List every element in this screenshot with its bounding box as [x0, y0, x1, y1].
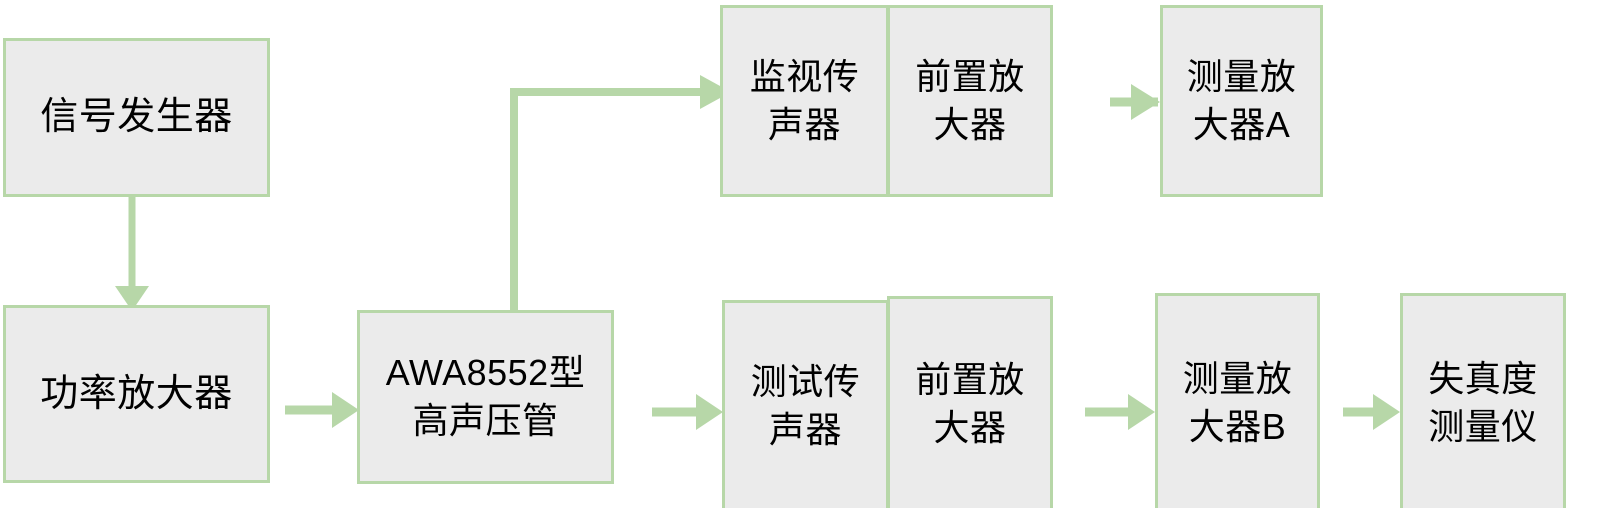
node-preamplifier-monitor-line-1: 前置放	[915, 56, 1025, 98]
node-monitor-microphone[interactable]: 监视传 声器	[720, 5, 889, 197]
node-preamplifier-test-line-2: 大器	[933, 407, 1007, 448]
connector-test-preamp-to-measuring-amplifier-b	[1085, 394, 1155, 430]
node-monitor-microphone-line-2: 声器	[767, 104, 841, 145]
connector-tube-to-test-microphone	[652, 394, 723, 430]
connector-monitor-preamp-to-measuring-amplifier-a	[1110, 84, 1160, 120]
node-power-amplifier[interactable]: 功率放大器	[3, 305, 270, 483]
node-high-sound-pressure-tube[interactable]: AWA8552型 高声压管	[357, 310, 614, 484]
node-high-sound-pressure-tube-line-1: AWA8552型	[385, 352, 586, 394]
node-signal-generator-line-1: 信号发生器	[40, 96, 233, 139]
node-measuring-amplifier-a[interactable]: 测量放 大器A	[1160, 5, 1323, 197]
node-distortion-meter-line-1: 失真度	[1428, 357, 1538, 399]
node-signal-generator[interactable]: 信号发生器	[3, 38, 270, 197]
node-preamplifier-monitor[interactable]: 前置放 大器	[887, 5, 1053, 197]
node-distortion-meter-line-2: 测量仪	[1428, 405, 1538, 447]
node-test-microphone-line-2: 声器	[768, 409, 842, 450]
node-preamplifier-monitor-line-2: 大器	[933, 104, 1007, 145]
node-preamplifier-test-line-1: 前置放	[915, 359, 1025, 401]
connector-tube-to-monitor-microphone	[510, 75, 731, 310]
node-test-microphone[interactable]: 测试传 声器	[722, 300, 889, 508]
node-distortion-meter[interactable]: 失真度 测量仪	[1400, 293, 1566, 508]
node-measuring-amplifier-b-line-2: 大器B	[1188, 405, 1287, 447]
node-high-sound-pressure-tube-line-2: 高声压管	[412, 400, 559, 441]
node-preamplifier-test[interactable]: 前置放 大器	[887, 296, 1053, 508]
node-measuring-amplifier-b-line-1: 测量放	[1182, 357, 1293, 399]
connector-measuring-amplifier-b-to-distortion-meter	[1343, 394, 1400, 430]
connector-signal-generator-to-power-amplifier	[115, 197, 149, 311]
node-monitor-microphone-line-1: 监视传	[749, 56, 860, 98]
node-measuring-amplifier-a-line-1: 测量放	[1186, 56, 1297, 98]
connector-power-amplifier-to-tube	[285, 392, 359, 428]
node-measuring-amplifier-b[interactable]: 测量放 大器B	[1155, 293, 1320, 508]
node-measuring-amplifier-a-line-2: 大器A	[1192, 104, 1291, 145]
node-power-amplifier-line-1: 功率放大器	[40, 372, 233, 415]
node-test-microphone-line-1: 测试传	[750, 361, 861, 403]
